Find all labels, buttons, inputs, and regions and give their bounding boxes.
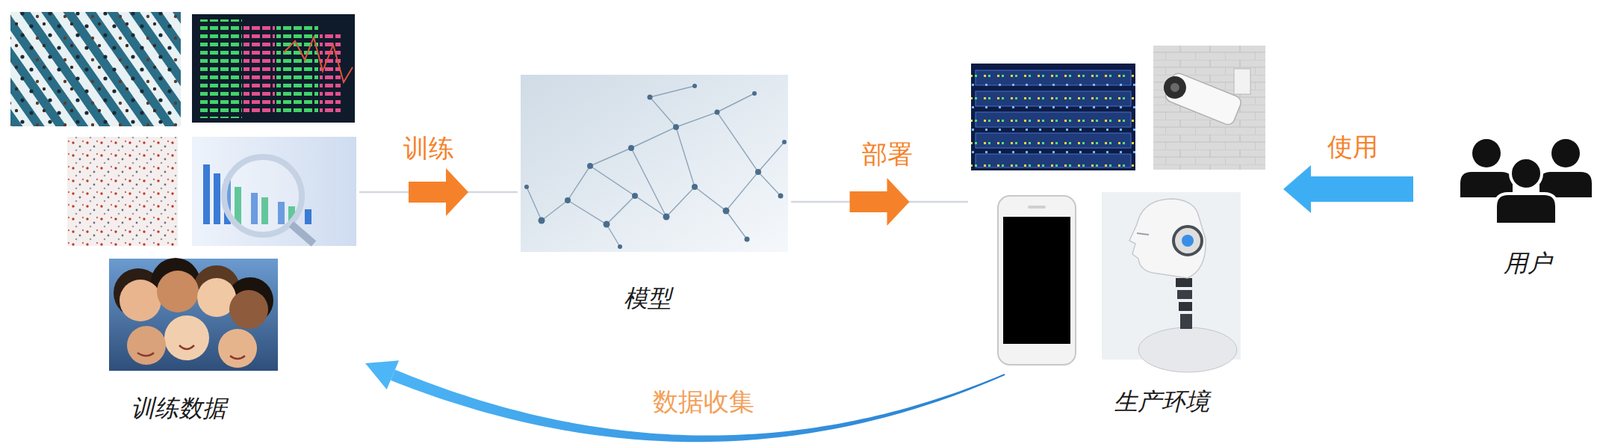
photo-ground [191, 136, 357, 246]
camera-mount [1233, 68, 1251, 95]
block-arrow [408, 168, 469, 216]
block-arrow [850, 177, 910, 226]
photo-ground [67, 136, 178, 246]
kids-photo [109, 257, 278, 371]
person-head [1551, 138, 1580, 168]
scatter-dots [67, 136, 178, 246]
curved-arrow-head [365, 360, 399, 390]
ticker-column [243, 25, 275, 116]
node-label: 模型 [623, 283, 672, 313]
block-arrow [1283, 165, 1414, 213]
bar [203, 164, 210, 225]
network-lines [526, 85, 785, 247]
edge-label: 数据收集 [649, 386, 758, 417]
ticker-column [276, 22, 319, 117]
edge-label: 使用 [1324, 131, 1382, 163]
phone-screen [1003, 216, 1071, 344]
flow-arrow [359, 168, 518, 216]
robot-head [1129, 198, 1206, 278]
node-label: 用户 [1503, 248, 1552, 278]
robot-ear [1173, 226, 1202, 255]
camera-body [1159, 69, 1243, 127]
robot-shoulder [1138, 327, 1237, 372]
smiles [137, 345, 246, 359]
flow-arrow [791, 177, 969, 226]
users-icon [1460, 138, 1592, 225]
bar-chart-photo [191, 136, 357, 246]
robot-ear-light [1181, 234, 1194, 247]
node-label: 生产环境 [1113, 386, 1210, 416]
face [126, 325, 166, 365]
face [218, 328, 257, 368]
phone-speaker [1027, 205, 1046, 209]
stock-screen-photo [191, 14, 355, 123]
price-line [283, 37, 353, 83]
camera-photo [1153, 45, 1266, 170]
bar [304, 209, 312, 225]
face [229, 289, 269, 329]
phone-photo [979, 188, 1090, 371]
robot-eye [1136, 233, 1149, 235]
magnifier-handle [291, 224, 314, 244]
network-image [520, 74, 789, 252]
robot-neck [1180, 313, 1193, 329]
person-body [1495, 193, 1557, 225]
person-head [1510, 157, 1542, 189]
crosswalk-stripes [10, 11, 181, 127]
network-nodes [524, 83, 787, 249]
crosswalk-photo [10, 11, 181, 127]
face [156, 270, 199, 313]
users-group: 用户 [1458, 137, 1594, 225]
photo-ground [109, 258, 278, 371]
model-image: 模型 [520, 74, 789, 252]
person-head [1472, 138, 1501, 168]
phone-body [997, 195, 1076, 365]
training-data-group: 训练数据 [10, 11, 357, 371]
edge-label: 部署 [859, 138, 916, 170]
scatter-photo [67, 136, 178, 246]
robot-neck [1178, 301, 1193, 311]
ticker-column [200, 19, 243, 119]
server-photo [971, 63, 1136, 171]
flow-arrow [365, 360, 1005, 442]
face [119, 279, 162, 322]
crowd-dots [10, 11, 181, 127]
photo-ground [979, 188, 1090, 371]
brick-wall [1153, 45, 1266, 170]
bar [213, 173, 221, 225]
photo-ground [191, 14, 355, 123]
photo-ground [10, 11, 181, 127]
magnifier-lens [224, 156, 302, 235]
curved-arrow-shaft [390, 369, 1005, 442]
status-lights [971, 63, 1136, 171]
robot-neck [1177, 289, 1193, 299]
face [164, 315, 210, 361]
robot-photo [1101, 191, 1241, 372]
node-label: 训练数据 [130, 393, 227, 423]
flow-arrow [1283, 165, 1414, 213]
edge-label: 训练 [400, 132, 458, 164]
photo-ground [1153, 45, 1266, 170]
production-group: 生产环境 [971, 45, 1266, 373]
photo-ground [971, 63, 1136, 171]
robot-neck [1175, 277, 1193, 287]
photo-ground [520, 74, 789, 252]
